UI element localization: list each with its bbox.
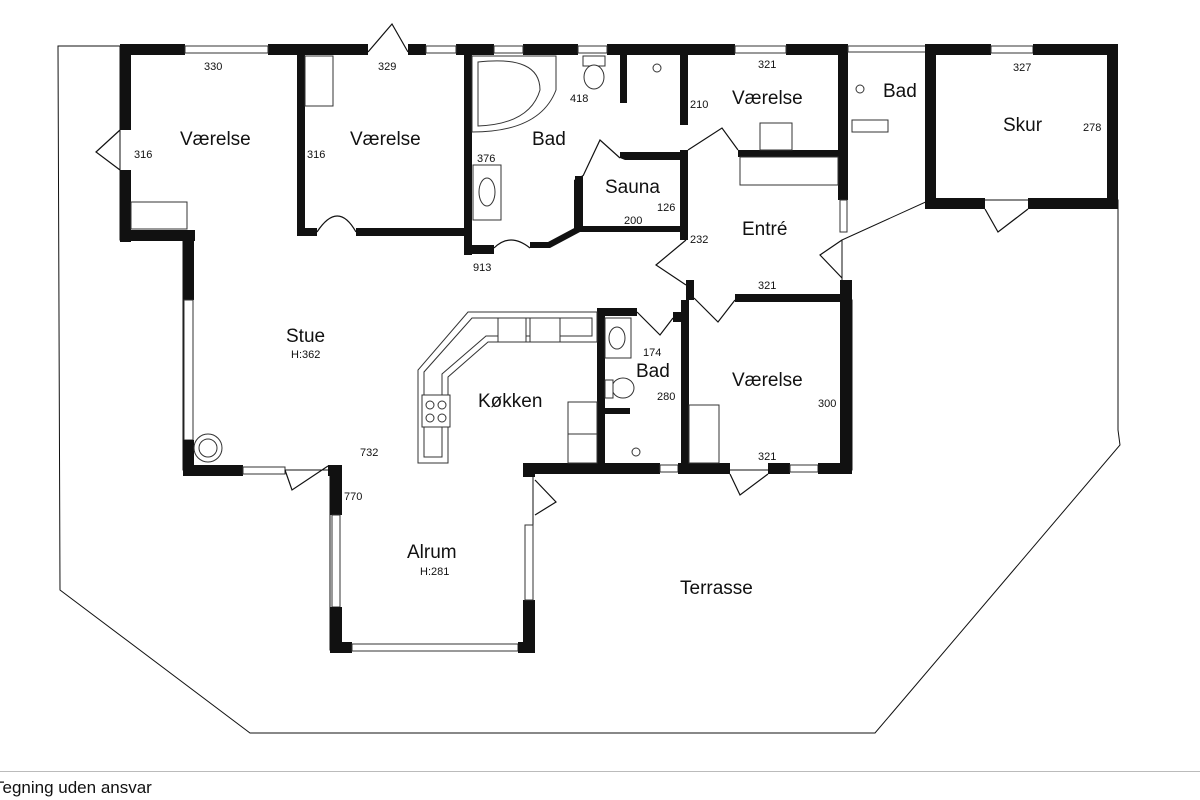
dimension-label: 329 [378,61,396,73]
room-label-terrasse: Terrasse [680,578,753,599]
room-label-skur: Skur [1003,115,1043,136]
dimension-label: 316 [134,149,152,161]
room-label-entre: Entré [742,219,787,240]
room-label-bad-main: Bad [532,129,566,150]
dimension-label: 300 [818,398,836,410]
dimension-label: 330 [204,61,222,73]
dimension-label: 174 [643,347,661,359]
dimension-label: 232 [690,234,708,246]
room-label-bad-small: Bad [636,361,670,382]
room-label-stue: Stue [286,326,325,347]
room-label-stue-height: H:362 [291,349,320,361]
room-label-sauna: Sauna [605,177,660,198]
dimension-label: 278 [1083,122,1101,134]
dimension-label: 316 [307,149,325,161]
dimension-label: 418 [570,93,588,105]
dimension-label: 913 [473,262,491,274]
dimension-label: 327 [1013,62,1031,74]
disclaimer-text: Tegning uden ansvar [0,778,152,797]
dimension-label: 321 [758,451,776,463]
dimension-label: 770 [344,491,362,503]
room-label-vaerelse-2: Værelse [350,129,421,150]
room-label-vaerelse-1: Værelse [180,129,251,150]
footer-divider [0,771,1200,772]
dimension-label: 732 [360,447,378,459]
dimension-label: 280 [657,391,675,403]
room-label-kokken: Køkken [478,391,542,412]
room-label-vaerelse-4: Værelse [732,370,803,391]
doors [95,22,1029,516]
room-label-alrum: Alrum [407,542,457,563]
dimension-label: 200 [624,215,642,227]
dimension-labels: 330 329 321 327 316 316 418 210 278 376 … [134,59,1101,503]
room-label-bad-outdoor: Bad [883,81,917,102]
room-labels: Værelse Værelse Bad Værelse Bad Skur Sau… [180,81,1043,599]
room-label-alrum-height: H:281 [420,566,449,578]
dimension-label: 321 [758,59,776,71]
dimension-label: 126 [657,202,675,214]
dimension-label: 210 [690,99,708,111]
dimension-label: 376 [477,153,495,165]
fixtures [130,55,889,464]
dimension-label: 321 [758,280,776,292]
walls [120,44,1118,653]
room-label-vaerelse-3: Værelse [732,88,803,109]
